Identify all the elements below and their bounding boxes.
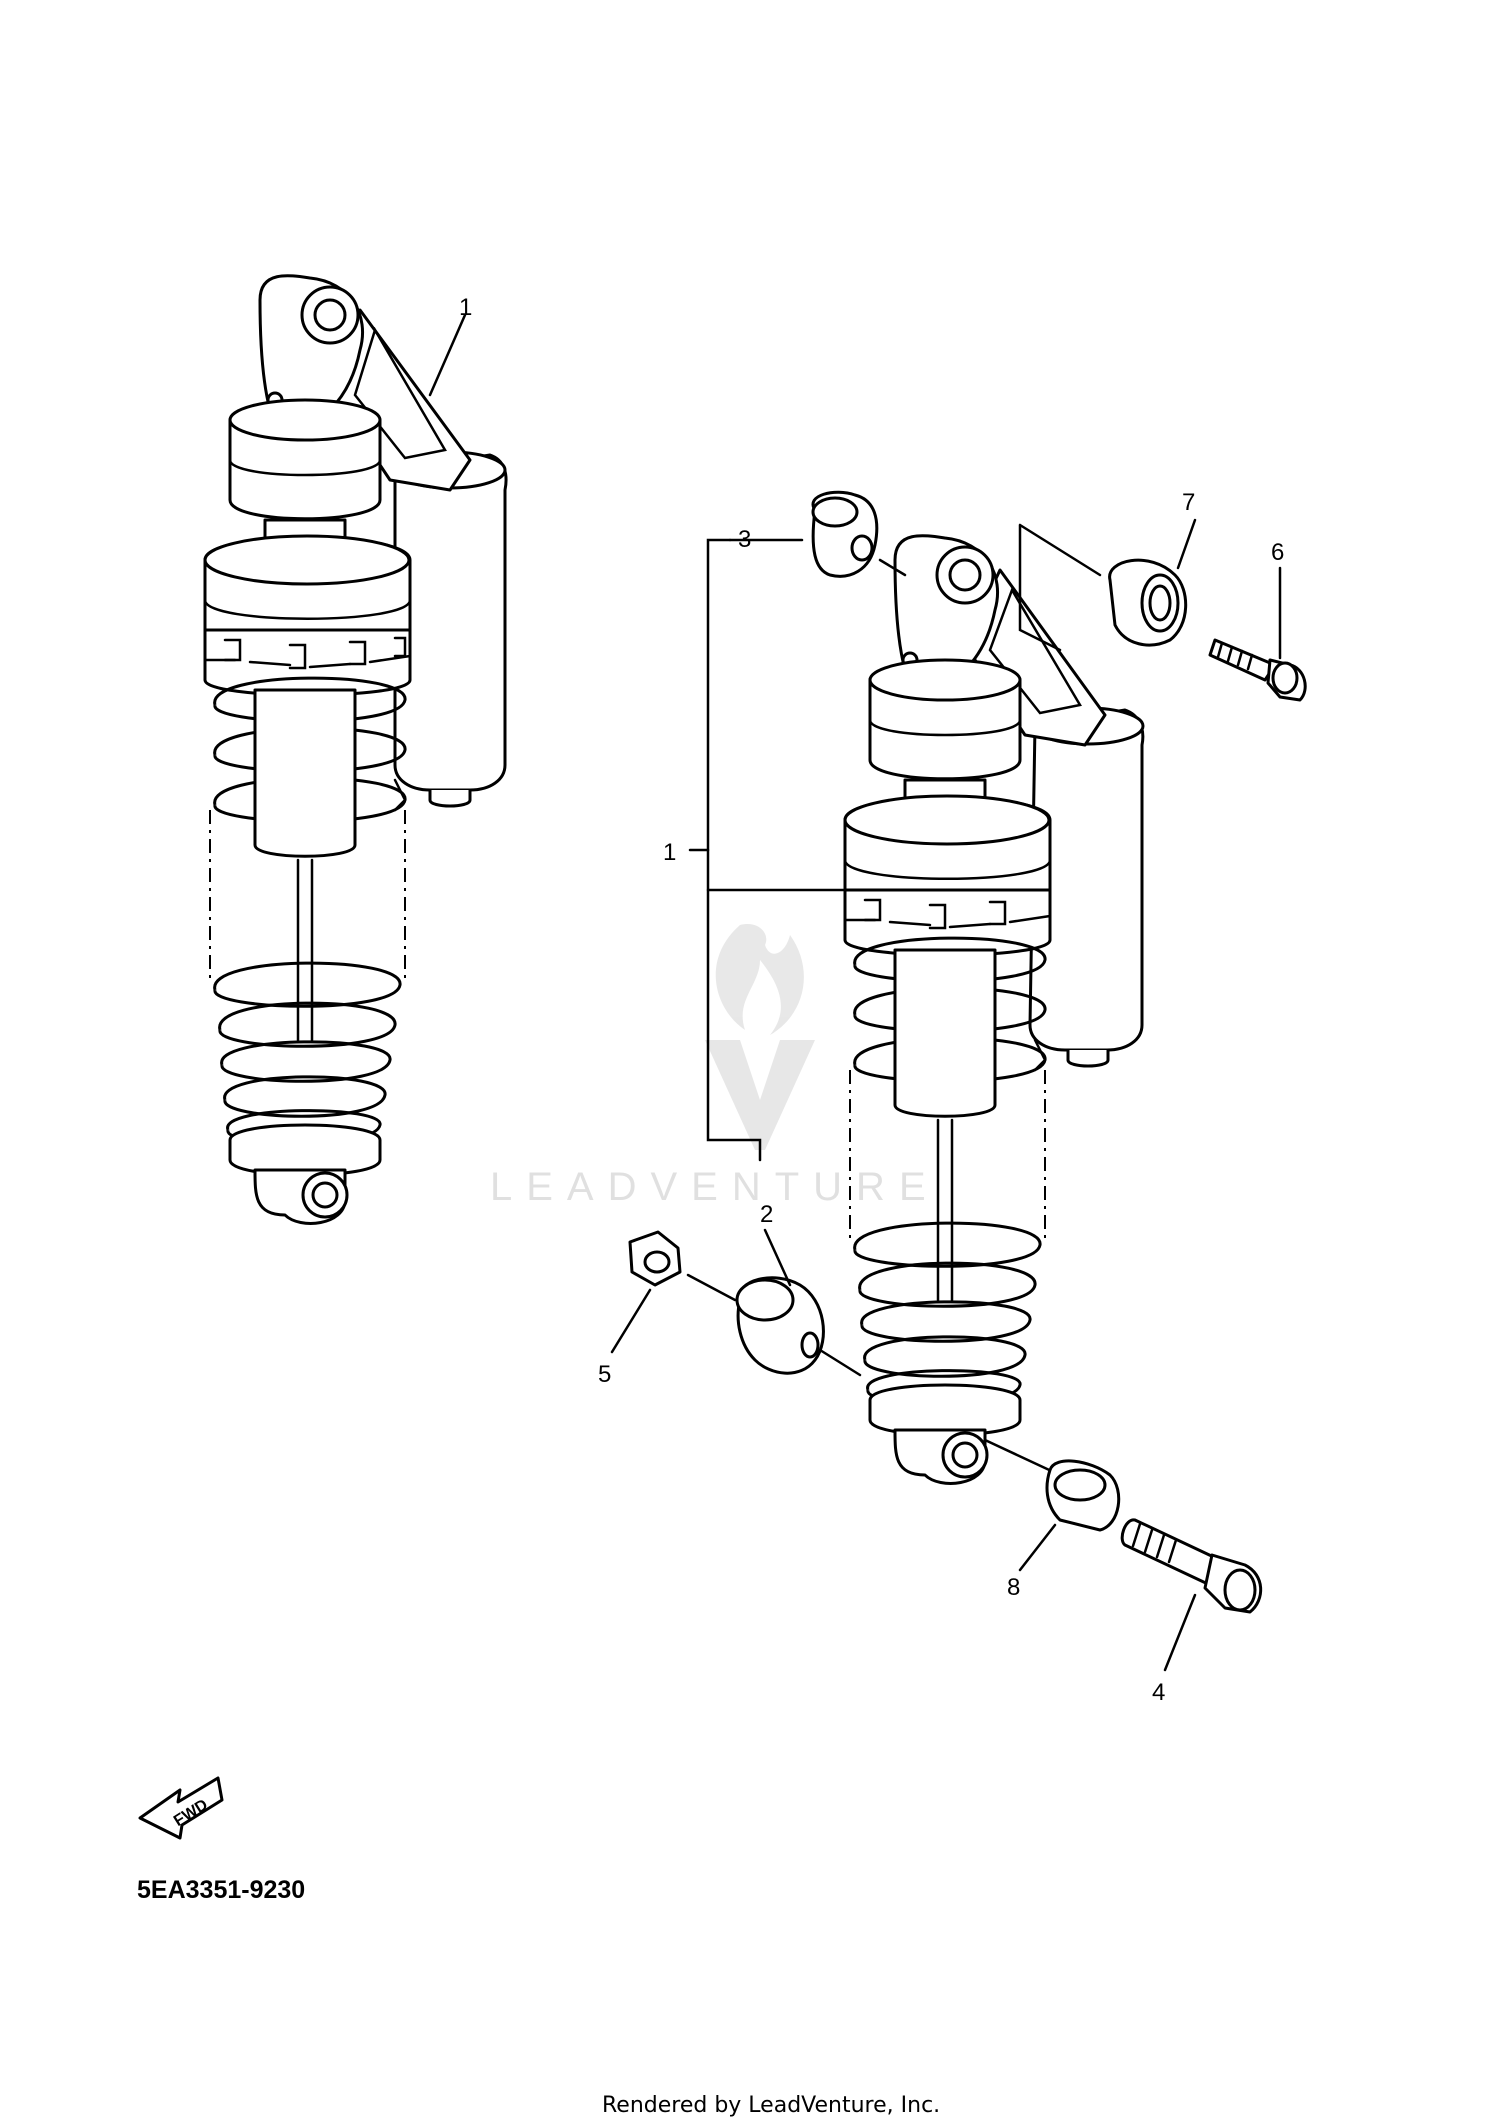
grommet: 7 <box>1018 489 1197 652</box>
callout-1-label-right: 1 <box>663 839 676 866</box>
fwd-arrow: FWD <box>138 1776 224 1840</box>
nut: 5 <box>598 1230 682 1388</box>
leadventure-logo <box>705 924 815 1150</box>
callout-1-left: 1 <box>428 294 472 397</box>
footer-credit: Rendered by LeadVenture, Inc. <box>602 2093 940 2118</box>
assembly-bracket: 1 <box>663 538 857 1162</box>
right-rear-shock <box>843 534 1145 1485</box>
callout-1-label-left: 1 <box>459 294 472 321</box>
watermark: LEADVENTURE <box>490 924 940 1209</box>
watermark-text: LEADVENTURE <box>490 1165 940 1209</box>
callout-8-label: 8 <box>1007 1574 1020 1601</box>
diagram-part-number: 5EA3351-9230 <box>137 1876 305 1904</box>
bushing-top: 3 <box>728 490 907 578</box>
callout-3-label: 3 <box>738 526 751 553</box>
left-rear-shock <box>203 274 508 1225</box>
callout-5-label: 5 <box>598 1361 611 1388</box>
bushing-bottom: 2 <box>686 1201 862 1377</box>
callout-6-label: 6 <box>1271 539 1284 566</box>
bolt-top: 6 <box>1208 539 1307 702</box>
bolt-bottom: 4 <box>1120 1518 1263 1706</box>
collar: 8 <box>983 1438 1121 1601</box>
callout-4-label: 4 <box>1152 1679 1165 1706</box>
callout-7-label: 7 <box>1182 489 1195 516</box>
callout-2-label: 2 <box>760 1201 773 1228</box>
